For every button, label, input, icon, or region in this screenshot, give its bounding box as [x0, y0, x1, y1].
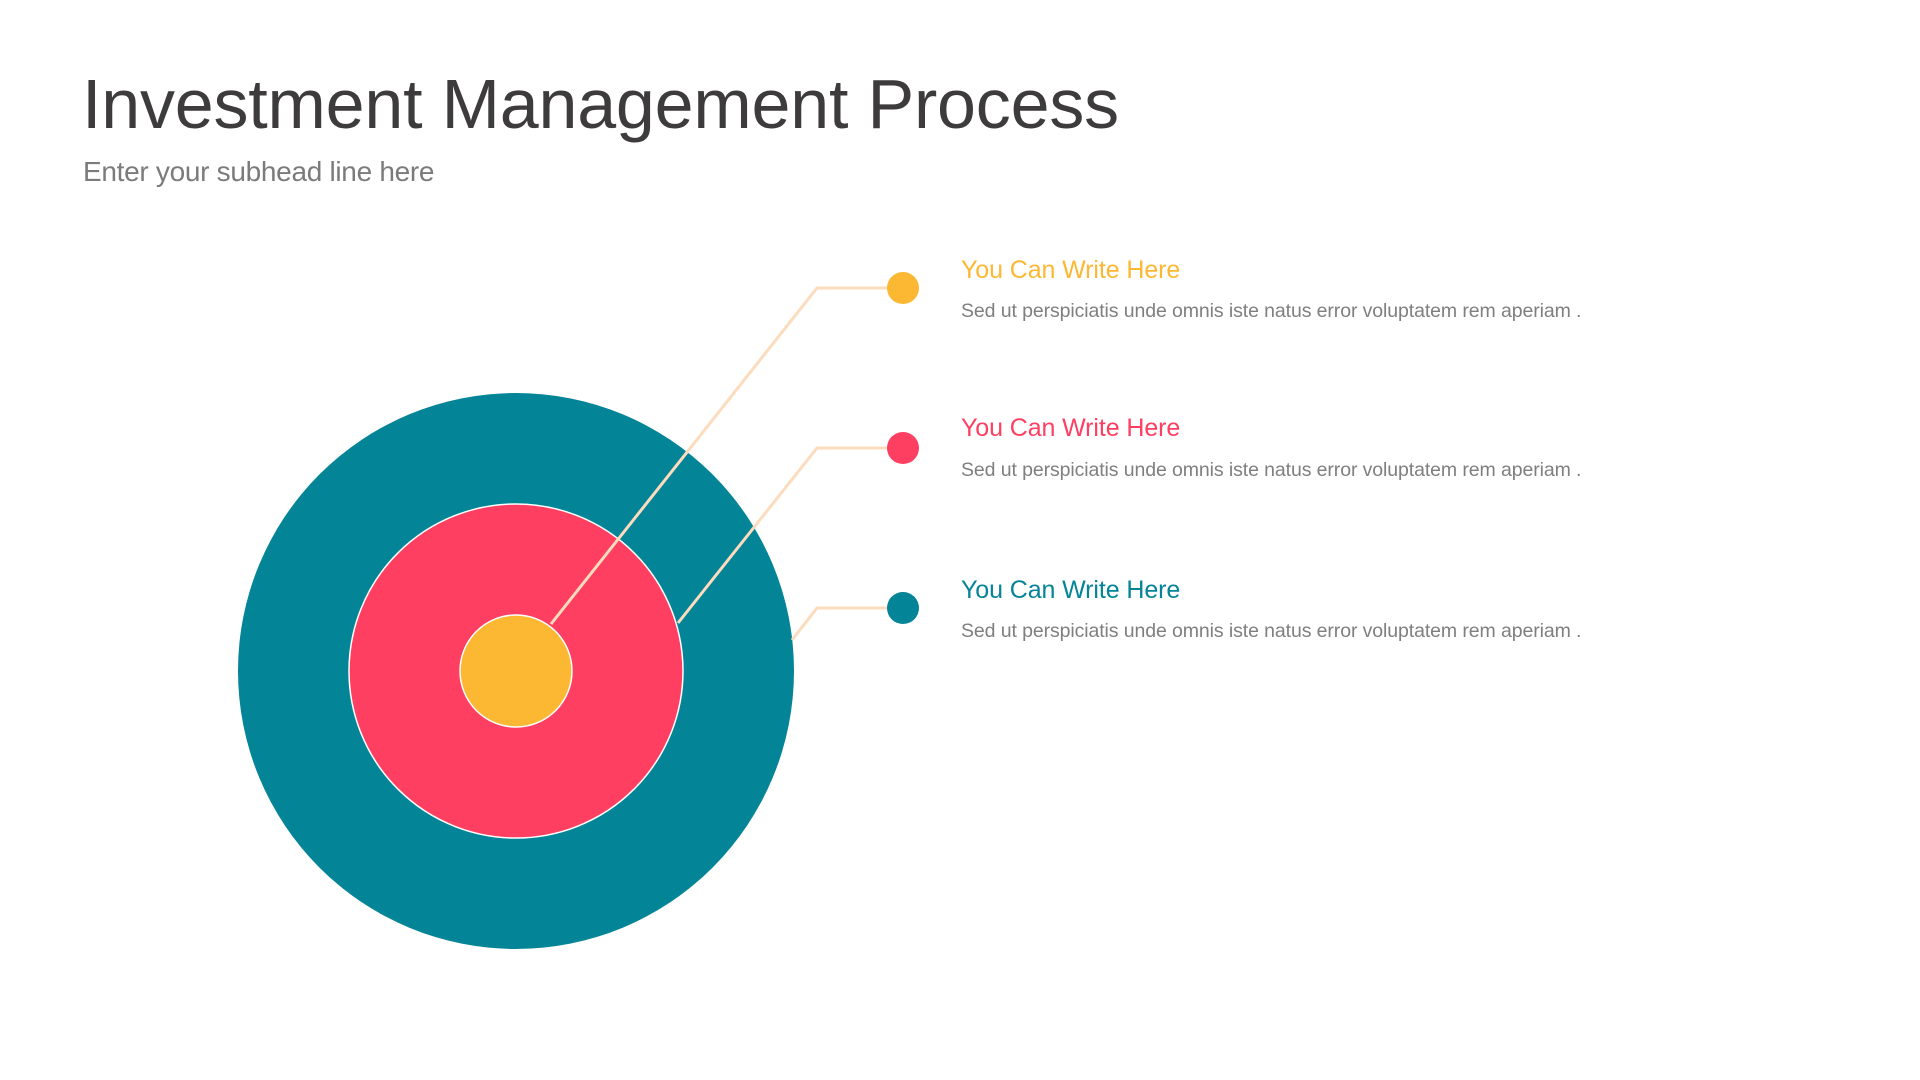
item-heading: You Can Write Here [961, 414, 1181, 442]
marker-dots [887, 272, 919, 624]
connectors [549, 286, 890, 641]
dot-marker-teal-icon [887, 592, 919, 624]
page-title: Investment Management Process [82, 65, 1119, 143]
dot-marker-yellow-icon [887, 272, 919, 304]
ring-inner [459, 614, 573, 728]
item-heading: You Can Write Here [961, 256, 1181, 284]
page-subhead: Enter your subhead line here [83, 156, 435, 187]
item-body: Sed ut perspiciatis unde omnis iste natu… [961, 300, 1582, 322]
connector-line-1 [549, 286, 890, 625]
connector-line-2 [676, 446, 890, 624]
target-rings [238, 393, 794, 949]
item-body: Sed ut perspiciatis unde omnis iste natu… [961, 620, 1582, 642]
dot-marker-pink-icon [887, 432, 919, 464]
connector-line-3 [790, 606, 890, 641]
item-body: Sed ut perspiciatis unde omnis iste natu… [961, 459, 1582, 481]
item-heading: You Can Write Here [961, 576, 1181, 604]
